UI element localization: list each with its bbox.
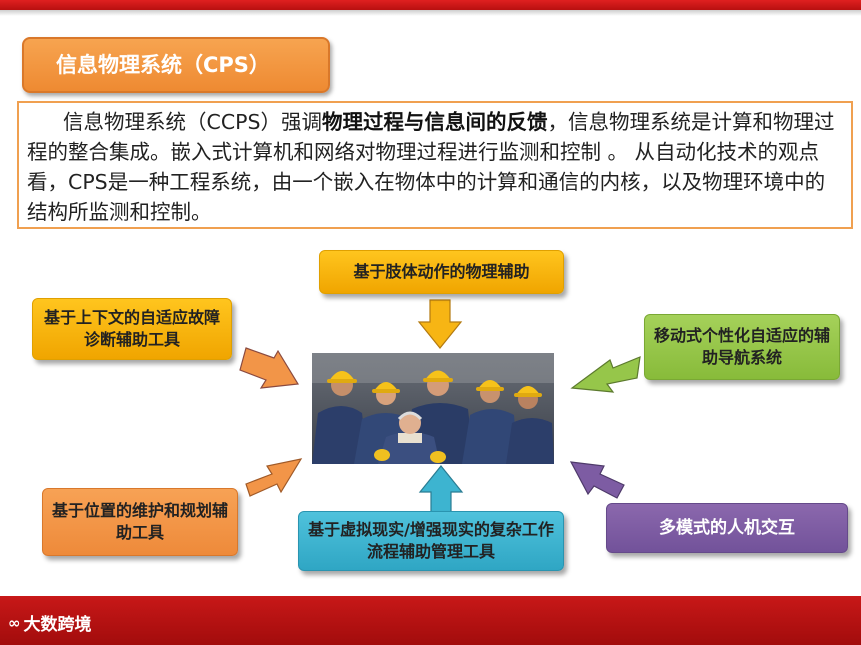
arrow-down-icon [419, 300, 461, 348]
node-fault-diagnosis: 基于上下文的自适应故障诊断辅助工具 [32, 298, 232, 360]
node-vr-ar-workflow: 基于虚拟现实/增强现实的复杂工作流程辅助管理工具 [298, 511, 564, 571]
node-physical-assist: 基于肢体动作的物理辅助 [319, 250, 564, 294]
arrow-right-up-icon [246, 459, 301, 496]
arrow-up-icon [420, 466, 462, 512]
footer-logo: ∞ 大数跨境 [8, 610, 92, 635]
node-maintenance-planning: 基于位置的维护和规划辅助工具 [42, 488, 238, 556]
arrow-left-up-icon [571, 462, 624, 498]
logo-text: 大数跨境 [24, 610, 92, 635]
node-multimodal-hci: 多模式的人机交互 [606, 503, 848, 553]
workers-illustration [312, 353, 554, 464]
node-mobile-navigation: 移动式个性化自适应的辅助导航系统 [644, 314, 840, 380]
logo-mark-icon: ∞ [8, 614, 20, 632]
bottom-decor-bar [0, 596, 861, 645]
workers-photo [312, 353, 554, 464]
arrow-left-down-icon [572, 357, 640, 392]
arrow-right-down-icon [240, 348, 298, 388]
